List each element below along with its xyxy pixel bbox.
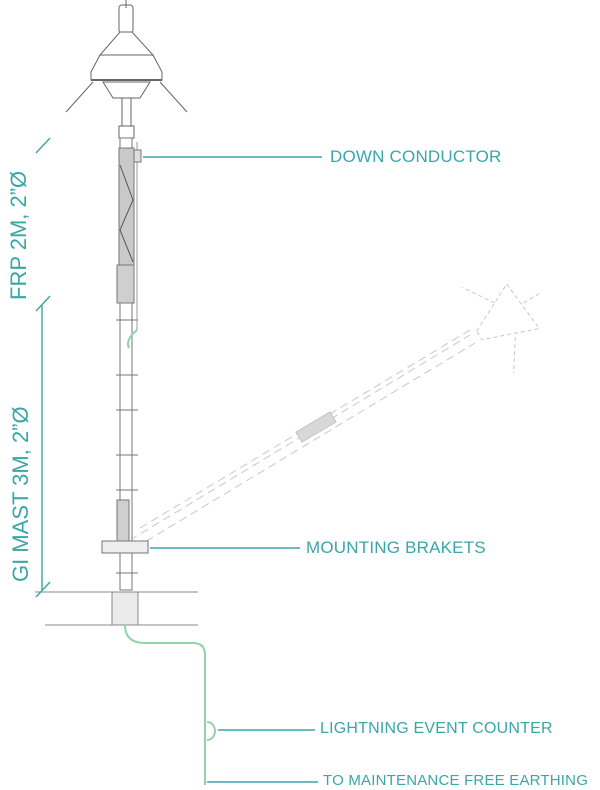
frp-dimension-label: FRP 2M, 2”Ø bbox=[6, 170, 31, 300]
tilted-mast-ghost bbox=[129, 283, 542, 549]
earth-conductor bbox=[124, 329, 216, 785]
mounting-brackets-label: MOUNTING BRAKETS bbox=[306, 538, 486, 557]
earthing-label: TO MAINTENANCE FREE EARTHING bbox=[323, 772, 589, 789]
mast bbox=[101, 137, 149, 591]
lightning-event-counter-label: LIGHTNING EVENT COUNTER bbox=[320, 720, 553, 737]
counter-icon bbox=[206, 721, 216, 741]
dimension-lines bbox=[35, 137, 322, 783]
down-conductor-label: DOWN CONDUCTOR bbox=[330, 147, 502, 166]
esE-terminal bbox=[65, 0, 188, 139]
ground-slab bbox=[35, 591, 198, 626]
gi-mast-dimension-label: GI MAST 3M, 2”Ø bbox=[8, 406, 33, 582]
